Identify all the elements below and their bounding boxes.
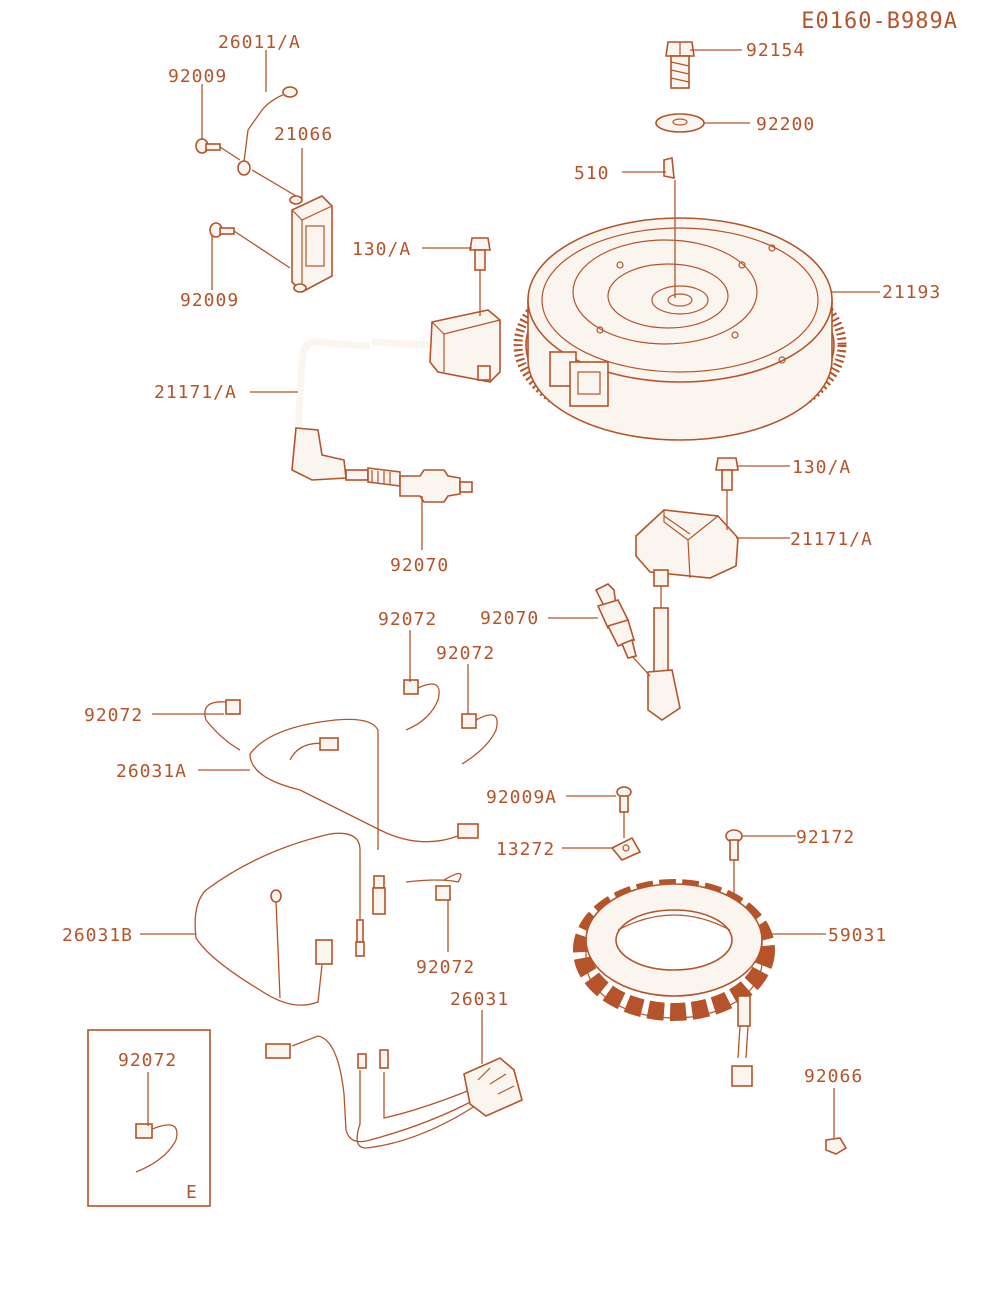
label-59031: 59031: [828, 925, 887, 946]
label-21171A-left: 21171/A: [154, 382, 237, 403]
label-92172: 92172: [796, 827, 855, 848]
spark-plug-left[interactable]: [345, 467, 473, 503]
label-26011A: 26011/A: [218, 32, 301, 53]
variant-box: [87, 1029, 211, 1207]
label-130A-top: 130/A: [352, 239, 411, 260]
label-92072-b: 92072: [436, 643, 495, 664]
label-13272: 13272: [496, 839, 555, 860]
ignition-coil-right[interactable]: [635, 509, 739, 721]
label-130A-mid: 130/A: [792, 457, 851, 478]
screw-top[interactable]: [195, 138, 221, 154]
stator-screw[interactable]: [725, 829, 743, 861]
ground-lead[interactable]: [237, 86, 298, 176]
label-21193: 21193: [882, 282, 941, 303]
ignition-coil-left[interactable]: [291, 309, 501, 481]
flywheel-bolt[interactable]: [665, 41, 695, 89]
label-92070-right: 92070: [480, 608, 539, 629]
label-92009-bottom: 92009: [180, 290, 239, 311]
flywheel-key[interactable]: [663, 156, 675, 179]
screw-92009A[interactable]: [616, 786, 632, 813]
label-510: 510: [574, 163, 610, 184]
regulator[interactable]: [289, 195, 333, 293]
label-26031B: 26031B: [62, 925, 133, 946]
label-21171A-right: 21171/A: [790, 529, 873, 550]
label-92072-d: 92072: [416, 957, 475, 978]
screw-bottom[interactable]: [209, 222, 235, 238]
connector-a[interactable]: [204, 699, 241, 751]
harness-26031A[interactable]: [249, 718, 479, 915]
label-variant-E: E: [186, 1182, 198, 1203]
leader-lines: [140, 49, 880, 1138]
label-92154: 92154: [746, 40, 805, 61]
label-26031A: 26031A: [116, 761, 187, 782]
spark-plug-right[interactable]: [594, 583, 637, 659]
label-92072-a: 92072: [378, 609, 437, 630]
coil-bolt-mid[interactable]: [715, 457, 739, 491]
label-21066: 21066: [274, 124, 333, 145]
coil-bolt-top[interactable]: [469, 237, 491, 271]
label-26031: 26031: [450, 989, 509, 1010]
label-92072-c: 92072: [84, 705, 143, 726]
label-92072-box: 92072: [118, 1050, 177, 1071]
stator[interactable]: [573, 879, 775, 1087]
connector-box[interactable]: [135, 1123, 178, 1173]
connector-c[interactable]: [461, 713, 498, 765]
label-92066: 92066: [804, 1066, 863, 1087]
connector-d[interactable]: [405, 872, 462, 901]
label-92070-left: 92070: [390, 555, 449, 576]
label-92009-top: 92009: [168, 66, 227, 87]
nut-92066[interactable]: [825, 1137, 848, 1155]
bracket-13272[interactable]: [610, 836, 642, 861]
flywheel-washer[interactable]: [655, 113, 705, 133]
harness-26031[interactable]: [265, 1035, 523, 1149]
connector-b[interactable]: [403, 679, 440, 731]
diagram-code: E0160-B989A: [801, 9, 958, 34]
label-92009A: 92009A: [486, 787, 557, 808]
label-92200: 92200: [756, 114, 815, 135]
harness-26031B[interactable]: [194, 832, 365, 1006]
flywheel[interactable]: [513, 217, 847, 441]
